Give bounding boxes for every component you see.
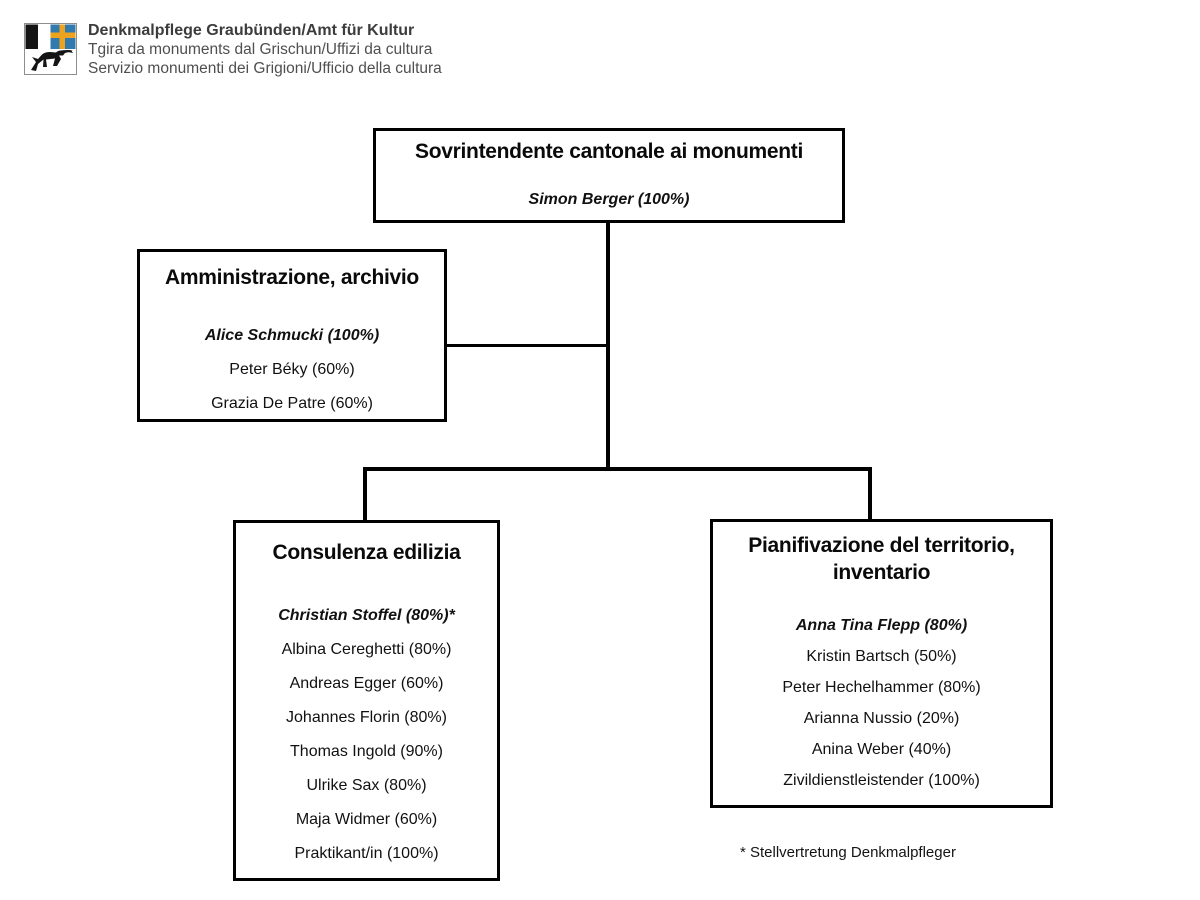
member-name-lead: Simon Berger (100%)	[528, 191, 690, 208]
logo-title-italian: Servizio monumenti dei Grigioni/Ufficio …	[88, 60, 442, 77]
connector-admin	[447, 344, 608, 347]
member-name: Praktikant/in (100%)	[294, 845, 439, 862]
box-title: Consulenza edilizia	[272, 541, 461, 564]
member-name-lead: Alice Schmucki (100%)	[204, 327, 380, 344]
graubuenden-coat-of-arms-icon	[24, 23, 77, 75]
org-box-consulenza: Consulenza edilizia Christian Stoffel (8…	[233, 520, 500, 881]
member-name: Maja Widmer (60%)	[295, 811, 438, 828]
logo-title-german: Denkmalpflege Graubünden/Amt für Kultur	[88, 22, 415, 39]
member-name: Johannes Florin (80%)	[286, 709, 447, 726]
connector-drop-right	[868, 467, 872, 522]
org-box-amministrazione: Amministrazione, archivio Alice Schmucki…	[137, 249, 447, 422]
box-title: Pianifivazione del territorio, inventari…	[748, 534, 1015, 584]
member-name: Peter Béky (60%)	[229, 361, 355, 378]
ibex-icon	[31, 50, 73, 71]
member-list: Alice Schmucki (100%) Peter Béky (60%) G…	[140, 319, 444, 421]
connector-drop-left	[363, 467, 367, 523]
logo-title-romansh: Tgira da monuments dal Grischun/Uffizi d…	[88, 41, 433, 58]
member-name: Albina Cereghetti (80%)	[281, 641, 452, 658]
org-box-pianificazione: Pianifivazione del territorio, inventari…	[710, 519, 1053, 808]
box-title: Amministrazione, archivio	[165, 266, 419, 289]
member-name-lead: Anna Tina Flepp (80%)	[795, 616, 968, 634]
member-name: Ulrike Sax (80%)	[306, 777, 427, 794]
member-name-lead: Christian Stoffel (80%)*	[278, 607, 455, 624]
member-name: Peter Hechelhammer (80%)	[782, 678, 981, 696]
connector-stem	[606, 222, 610, 470]
member-name: Andreas Egger (60%)	[289, 675, 444, 692]
box-title: Sovrintendente cantonale ai monumenti	[415, 140, 803, 163]
member-name: Grazia De Patre (60%)	[211, 395, 373, 412]
member-name: Kristin Bartsch (50%)	[806, 647, 957, 665]
member-list: Anna Tina Flepp (80%) Kristin Bartsch (5…	[713, 610, 1050, 796]
logo-text-block: Denkmalpflege Graubünden/Amt für Kultur …	[88, 21, 442, 78]
connector-horizontal	[363, 467, 872, 471]
footnote: * Stellvertretung Denkmalpfleger	[740, 844, 956, 861]
org-box-sovrintendente: Sovrintendente cantonale ai monumenti Si…	[373, 128, 845, 223]
member-name: Thomas Ingold (90%)	[290, 743, 443, 760]
member-name: Zivildienstleistender (100%)	[783, 771, 980, 789]
member-name: Anina Weber (40%)	[811, 740, 952, 758]
member-list: Simon Berger (100%)	[376, 189, 842, 211]
member-list: Christian Stoffel (80%)* Albina Cereghet…	[236, 599, 497, 871]
member-name: Arianna Nussio (20%)	[803, 709, 960, 727]
